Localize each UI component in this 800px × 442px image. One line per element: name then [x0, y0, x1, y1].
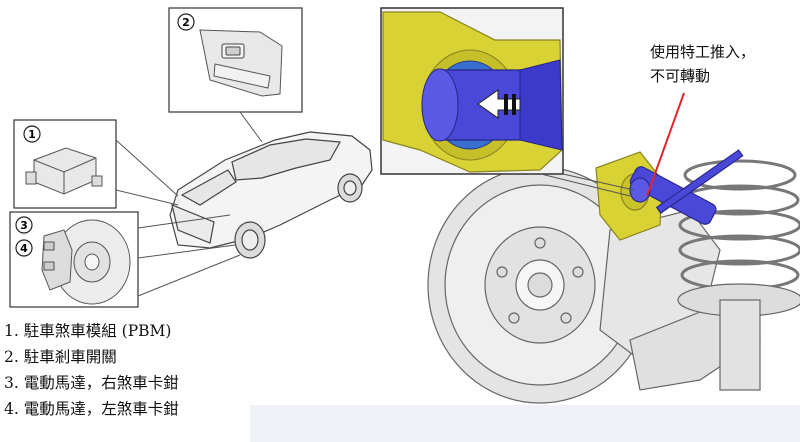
legend: 1. 駐車煞車模組 (PBM) 2. 駐車剎車開關 3. 電動馬達，右煞車卡鉗 …: [4, 318, 374, 422]
legend-item-1: 1. 駐車煞車模組 (PBM): [4, 322, 172, 340]
svg-text:4: 4: [20, 242, 28, 255]
marker-3: 3: [15, 216, 33, 234]
inset-pbm: [13, 119, 117, 209]
legend-item-3: 3. 電動馬達，右煞車卡鉗: [4, 374, 179, 392]
callout-leader: [646, 92, 685, 197]
legend-item-4: 4. 電動馬達，左煞車卡鉗: [4, 400, 179, 418]
inset-switch: [168, 7, 303, 113]
callout-line-1: 使用特工推入，: [650, 43, 756, 61]
callout-text: 使用特工推入， 不可轉動: [650, 40, 755, 88]
brake-assembly-drawing: [427, 149, 800, 404]
inset-motor: [9, 211, 139, 308]
background-band: [250, 405, 800, 442]
zoom-inset: [380, 7, 564, 175]
svg-text:2: 2: [182, 16, 190, 29]
marker-4: 4: [15, 239, 33, 257]
legend-item-2: 2. 駐車剎車開關: [4, 348, 117, 366]
marker-1: 1: [23, 125, 41, 143]
svg-text:1: 1: [28, 128, 36, 141]
car-drawing: [169, 131, 373, 259]
callout-line-2: 不可轉動: [650, 67, 711, 85]
marker-2: 2: [177, 13, 195, 31]
svg-text:3: 3: [20, 219, 28, 232]
